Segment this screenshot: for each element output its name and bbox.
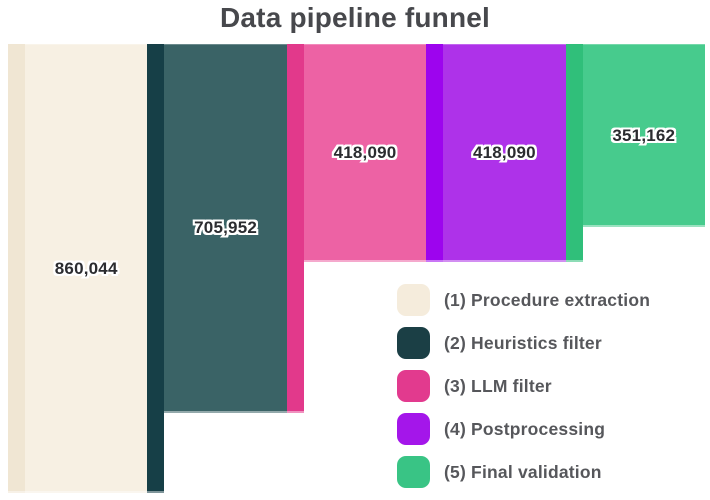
- legend-swatch: [397, 370, 430, 402]
- bar-value-label: 351,162: [610, 124, 677, 147]
- legend-label: (5) Final validation: [444, 461, 602, 482]
- legend-swatch: [397, 284, 430, 316]
- funnel-bar: [582, 44, 705, 228]
- legend-item: (1) Procedure extraction: [397, 284, 650, 316]
- legend-label: (4) Postprocessing: [444, 418, 606, 439]
- funnel-bar-edge: [8, 44, 25, 493]
- funnel-bar-edge: [286, 44, 304, 413]
- bar-value-label: 418,090: [471, 141, 538, 164]
- legend-label: (2) Heuristics filter: [444, 332, 602, 353]
- bar-value-label: 418,090: [332, 141, 399, 164]
- funnel-bar-edge: [147, 44, 165, 493]
- bar-value-label: 705,952: [192, 216, 259, 239]
- legend-swatch: [397, 413, 430, 445]
- funnel-bar: [25, 44, 148, 493]
- legend-label: (3) LLM filter: [444, 375, 552, 396]
- chart-title: Data pipeline funnel: [219, 2, 491, 33]
- legend-swatch: [397, 327, 430, 359]
- plot-area: 860,044 705,952 418,090 418,090 351,162: [8, 44, 705, 493]
- legend-label: (1) Procedure extraction: [444, 289, 651, 310]
- legend-item: (5) Final validation: [397, 456, 650, 488]
- legend-item: (2) Heuristics filter: [397, 327, 650, 359]
- funnel-bar-edge: [426, 44, 444, 263]
- funnel-bar: [443, 44, 566, 263]
- legend: (1) Procedure extraction (2) Heuristics …: [397, 284, 650, 499]
- funnel-bar: [303, 44, 427, 263]
- legend-item: (4) Postprocessing: [397, 413, 650, 445]
- bar-value-label: 860,044: [53, 257, 120, 280]
- funnel-bar: [164, 44, 287, 413]
- funnel-bar-edge: [565, 44, 583, 263]
- legend-swatch: [397, 456, 430, 488]
- legend-item: (3) LLM filter: [397, 370, 650, 402]
